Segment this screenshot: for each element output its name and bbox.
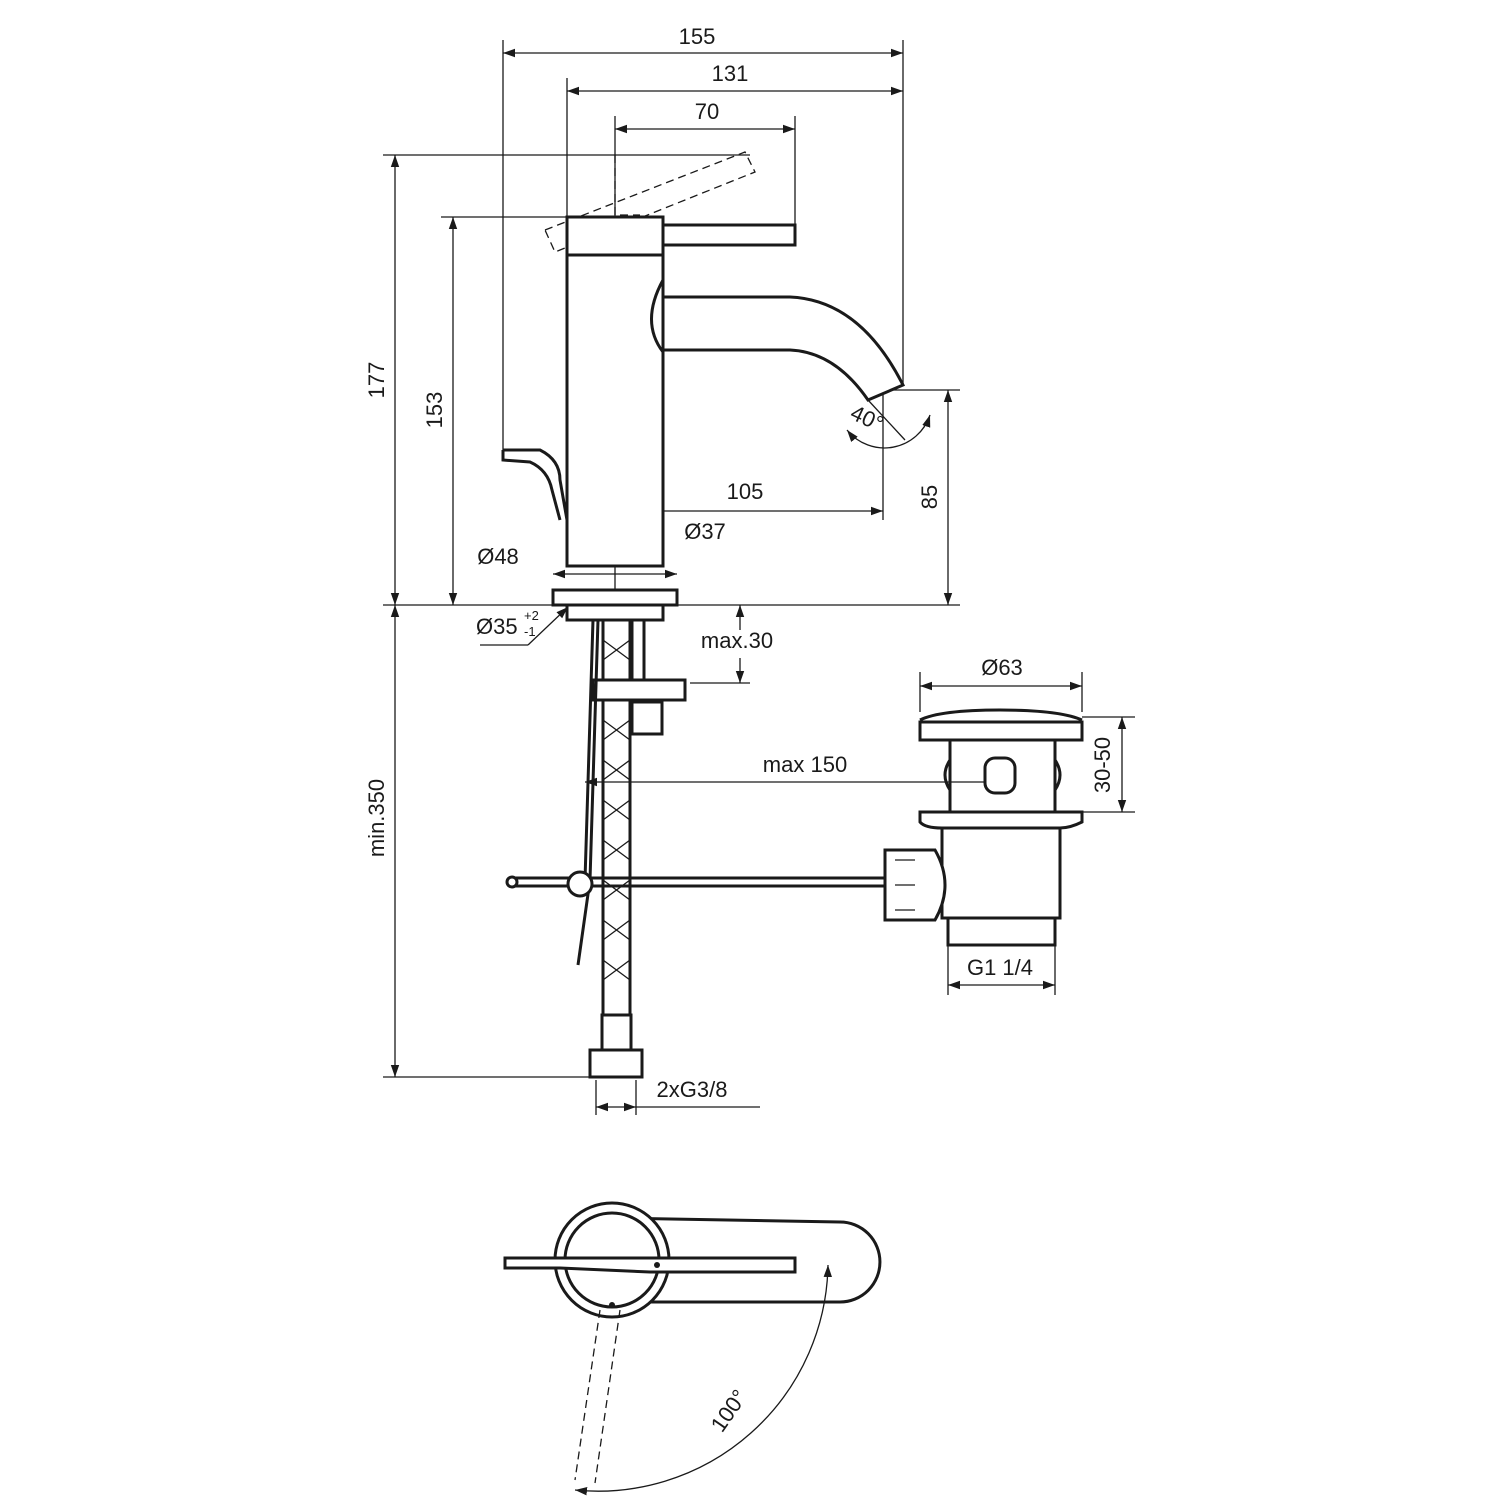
- dim-handle-rotation: 100°: [706, 1385, 753, 1437]
- dim-spout-reach: 105: [727, 479, 764, 504]
- dim-handle-length: 70: [695, 99, 719, 124]
- dim-rod-length: max 150: [763, 752, 847, 777]
- dim-deck-thickness: max.30: [701, 628, 773, 653]
- faucet-side-view: [501, 151, 906, 622]
- dim-body-height: 153: [422, 392, 447, 429]
- dim-body-diameter: Ø37: [684, 519, 726, 544]
- dimension-lines: [390, 48, 1127, 1496]
- pop-up-waste: [883, 708, 1084, 947]
- dim-spout-height: 85: [917, 485, 942, 509]
- dim-overall-width: 155: [679, 24, 716, 49]
- dim-spout-projection: 131: [712, 61, 749, 86]
- dim-pipe-length: min.350: [364, 779, 389, 857]
- under-deck-assembly: [505, 618, 890, 1079]
- dim-supply-thread: 2xG3/8: [657, 1077, 728, 1102]
- dim-waste-thread: G1 1/4: [967, 955, 1033, 980]
- dim-waste-diameter: Ø63: [981, 655, 1023, 680]
- dim-hole-tol-minus: -1: [524, 624, 536, 639]
- dim-base-diameter: Ø48: [477, 544, 519, 569]
- dim-waste-range: 30-50: [1090, 737, 1115, 793]
- faucet-top-view: [503, 1201, 882, 1484]
- dimension-labels: 155 131 70 177 153 105 Ø37 Ø48 85 Ø35 +2…: [364, 24, 1115, 1437]
- extension-lines: [383, 40, 1135, 1115]
- dim-spout-angle: 40°: [847, 400, 888, 437]
- dim-overall-height: 177: [364, 362, 389, 399]
- dim-hole-tol-plus: +2: [524, 608, 539, 623]
- dim-hole-diameter: Ø35: [476, 614, 518, 639]
